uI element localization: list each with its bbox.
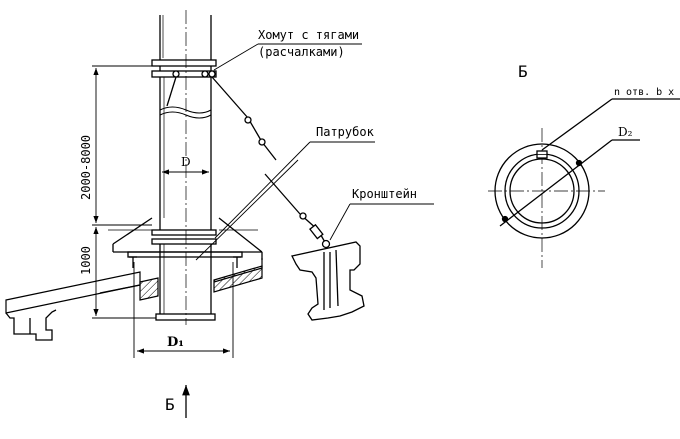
leader-lines	[195, 43, 434, 261]
dimension-lines	[92, 65, 234, 358]
dim-1000-label: 1000	[79, 246, 93, 275]
branch-pipe-label: Патрубок	[316, 125, 375, 139]
chimney-pipe	[151, 10, 217, 325]
section-view-b	[488, 98, 680, 268]
bracket-label: Кронштейн	[352, 187, 417, 201]
clamp-label-line2: (расчалками)	[258, 45, 345, 59]
dim-2000-8000-label: 2000-8000	[79, 135, 93, 200]
roof-cone	[108, 217, 263, 268]
d-label: D	[181, 155, 191, 169]
left-bracket	[5, 309, 57, 341]
right-bracket	[291, 241, 365, 321]
d2-label: D₂	[618, 125, 633, 139]
guy-rod-links	[244, 116, 331, 249]
clamp-pins	[172, 70, 216, 78]
clamp-label-line1: Хомут с тягами	[258, 28, 359, 42]
d1-label: D₁	[167, 335, 184, 350]
view-b-marker: Б	[165, 395, 175, 414]
view-b-title: Б	[518, 62, 528, 81]
holes-label: n отв. b x 1	[614, 87, 680, 98]
